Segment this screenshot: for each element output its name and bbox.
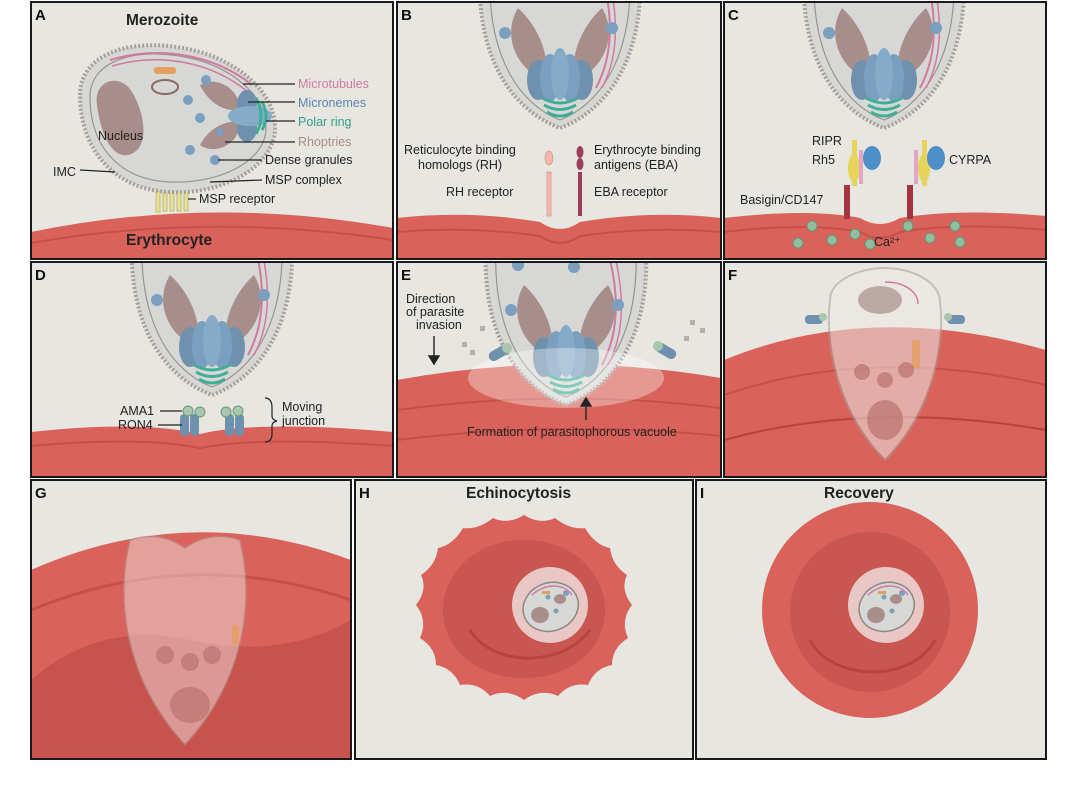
erythrocyte-membrane (31, 212, 393, 259)
panel-f (724, 262, 1046, 477)
basigin-label: Basigin/CD147 (740, 193, 823, 207)
ripr-label: RIPR (812, 134, 842, 148)
panel-g-letter: G (35, 485, 47, 502)
rh-label-line1: Reticulocyte binding (404, 143, 516, 157)
vacuole-label: Formation of parasitophorous vacuole (467, 425, 677, 439)
panel-i-letter: I (700, 485, 704, 502)
nucleus-label: Nucleus (98, 129, 143, 143)
microtubules-label: Microtubules (298, 77, 369, 91)
imc-label: IMC (53, 165, 76, 179)
panel-h-letter: H (359, 485, 370, 502)
dense-granules-label: Dense granules (265, 153, 353, 167)
panel-e (397, 262, 721, 477)
eba-label-line2: antigens (EBA) (594, 158, 678, 172)
micronemes-label: Micronemes (298, 96, 366, 110)
panel-frames (30, 1, 1047, 760)
direction-line1: Direction (406, 292, 455, 306)
panel-d (31, 262, 393, 477)
msp-receptor-label: MSP receptor (199, 192, 275, 206)
rh5-label: Rh5 (812, 153, 835, 167)
panel-d-letter: D (35, 267, 46, 284)
eba-receptor-label: EBA receptor (594, 185, 668, 199)
panel-c-letter: C (728, 7, 739, 24)
panel-a (31, 2, 393, 259)
panel-f-letter: F (728, 267, 737, 284)
cyrpa-label: CYRPA (949, 153, 992, 167)
msp-complex-label: MSP complex (265, 173, 343, 187)
panel-b-letter: B (401, 7, 412, 24)
rh-label-line2: homologs (RH) (418, 158, 502, 172)
merozoite-cell (77, 43, 278, 195)
rh-receptor-label: RH receptor (446, 185, 513, 199)
panel-i (696, 480, 1046, 759)
direction-line3: invasion (416, 318, 462, 332)
moving-junction-line2: junction (281, 414, 325, 428)
recovery-title: Recovery (824, 485, 894, 502)
calcium-label: Ca²⁺ (874, 235, 901, 249)
panel-g (31, 480, 351, 759)
rhoptries-label: Rhoptries (298, 135, 352, 149)
panel-b (397, 2, 721, 259)
eba-label-line1: Erythrocyte binding (594, 143, 701, 157)
direction-line2: of parasite (406, 305, 464, 319)
echinocytosis-title: Echinocytosis (466, 485, 571, 502)
panel-e-letter: E (401, 267, 411, 284)
ron4-label: RON4 (118, 418, 153, 432)
nucleus-shape (96, 80, 144, 156)
panel-c (724, 2, 1046, 259)
merozoite-title: Merozoite (126, 12, 199, 29)
panel-h (355, 480, 693, 759)
polar-ring-label: Polar ring (298, 115, 352, 129)
panel-a-letter: A (35, 7, 46, 24)
erythrocyte-title: Erythrocyte (126, 232, 213, 249)
moving-junction-line1: Moving (282, 400, 322, 414)
ama1-label: AMA1 (120, 404, 154, 418)
